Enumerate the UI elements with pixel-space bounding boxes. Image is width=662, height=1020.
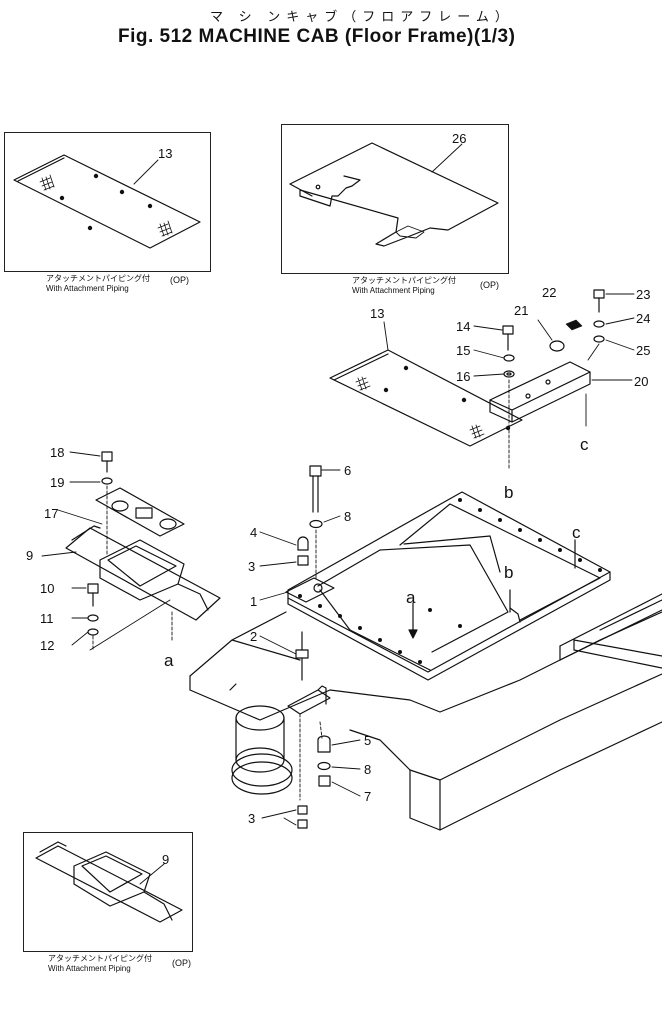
ref-a-cover: a bbox=[164, 651, 174, 670]
inset-caption-3: アタッチメントパイピング付 With Attachment Piping (OP… bbox=[48, 954, 191, 974]
callout-2: 2 bbox=[250, 629, 257, 644]
callout-3: 3 bbox=[248, 559, 255, 574]
callout-6: 6 bbox=[344, 463, 351, 478]
callout-16: 16 bbox=[456, 369, 470, 384]
inset1-callout: 13 bbox=[158, 146, 172, 161]
inset3-cover-9 bbox=[35, 841, 183, 923]
title-kana: マ シ ンキャブ（フロアフレーム） bbox=[210, 9, 514, 24]
figure-title: Fig. 512 MACHINE CAB (Floor Frame)(1/3) bbox=[118, 26, 516, 47]
stud-2 bbox=[295, 631, 309, 681]
callout-25: 25 bbox=[636, 343, 650, 358]
cover-9-assembly bbox=[41, 451, 221, 651]
callout-23: 23 bbox=[636, 287, 650, 302]
ref-b-frame: b bbox=[504, 563, 513, 582]
callout-24: 24 bbox=[636, 311, 650, 326]
inset-box-2 bbox=[281, 124, 509, 274]
main-floor-plate-13 bbox=[329, 321, 523, 447]
callout-8b: 8 bbox=[364, 762, 371, 777]
caption-op: (OP) bbox=[172, 958, 191, 968]
inset2-callout: 26 bbox=[452, 131, 466, 146]
hardware-14-16 bbox=[502, 325, 515, 471]
callout-20: 20 bbox=[634, 374, 648, 389]
inset-box-3 bbox=[23, 832, 193, 952]
callout-7: 7 bbox=[364, 789, 371, 804]
main-floor-frame bbox=[287, 491, 611, 681]
callout-13: 13 bbox=[370, 306, 384, 321]
hardware-21-25 bbox=[537, 289, 605, 361]
bolt-6-nut-stack bbox=[297, 465, 323, 579]
ref-b-plate: b bbox=[504, 483, 513, 502]
callout-8: 8 bbox=[344, 509, 351, 524]
callout-21: 21 bbox=[514, 303, 528, 318]
inset1-floor-plate bbox=[13, 154, 201, 249]
caption-en: With Attachment Piping bbox=[352, 286, 435, 295]
caption-jp: アタッチメントパイピング付 bbox=[352, 276, 456, 285]
callout-15: 15 bbox=[456, 343, 470, 358]
ref-a-frame: a bbox=[406, 588, 416, 607]
inset-box-1 bbox=[4, 132, 211, 272]
callout-14: 14 bbox=[456, 319, 470, 334]
inset2-floor-plate bbox=[289, 142, 499, 247]
mount-bracket-1 bbox=[285, 577, 335, 801]
callout-numbers: 1 2 3 3 4 5 6 7 8 8 9 10 11 12 13 14 15 … bbox=[26, 131, 650, 867]
callout-17: 17 bbox=[44, 506, 58, 521]
callout-leaders bbox=[69, 293, 635, 826]
ref-c-bracket: c bbox=[580, 435, 589, 454]
callout-12: 12 bbox=[40, 638, 54, 653]
caption-op: (OP) bbox=[480, 280, 499, 290]
callout-11: 11 bbox=[40, 611, 54, 626]
callout-22: 22 bbox=[542, 285, 556, 300]
callout-4: 4 bbox=[250, 525, 257, 540]
caption-op: (OP) bbox=[170, 275, 189, 285]
lower-hardware bbox=[297, 721, 331, 829]
callout-1: 1 bbox=[250, 594, 257, 609]
caption-jp: アタッチメントパイピング付 bbox=[46, 274, 150, 283]
chassis-frame bbox=[189, 593, 662, 831]
callout-18: 18 bbox=[50, 445, 64, 460]
callout-19: 19 bbox=[50, 475, 64, 490]
caption-jp: アタッチメントパイピング付 bbox=[48, 954, 152, 963]
callout-3b: 3 bbox=[248, 811, 255, 826]
ref-c-frame: c bbox=[572, 523, 581, 542]
caption-en: With Attachment Piping bbox=[48, 964, 131, 973]
inset-caption-1: アタッチメントパイピング付 With Attachment Piping (OP… bbox=[46, 274, 189, 294]
bracket-20 bbox=[489, 361, 633, 427]
callout-5: 5 bbox=[364, 733, 371, 748]
caption-en: With Attachment Piping bbox=[46, 284, 129, 293]
inset-caption-2: アタッチメントパイピング付 With Attachment Piping (OP… bbox=[352, 276, 499, 296]
reference-letters: a a b b c c bbox=[164, 435, 589, 670]
inset3-callout: 9 bbox=[162, 852, 169, 867]
callout-10: 10 bbox=[40, 581, 54, 596]
callout-9: 9 bbox=[26, 548, 33, 563]
